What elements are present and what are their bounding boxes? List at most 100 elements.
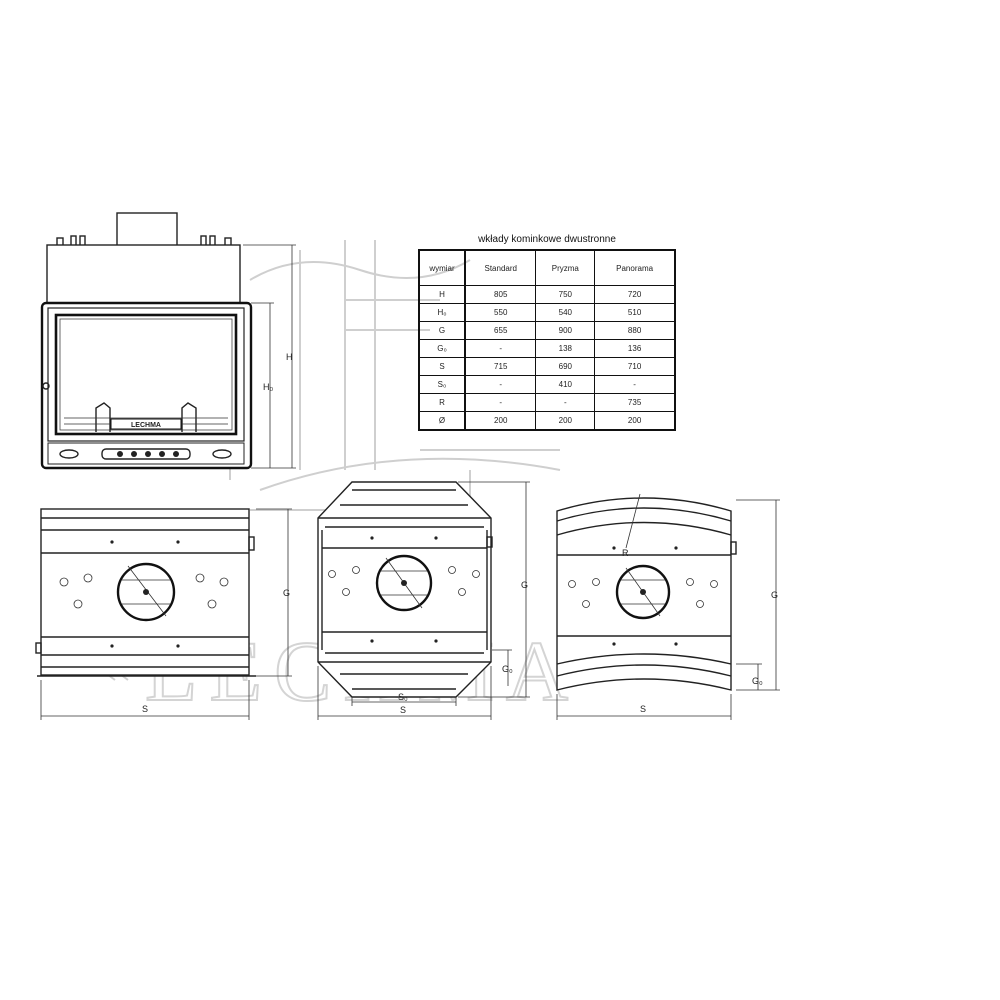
table-cell: H	[418, 285, 466, 304]
slider-hole	[145, 451, 151, 457]
table-cell: 690	[535, 357, 596, 376]
panorama-dimension-S-label: S	[640, 704, 646, 714]
pryzma-dimension-S-label: S	[400, 705, 406, 715]
table-cell: 880	[594, 321, 676, 340]
table-cell: -	[464, 375, 537, 394]
top-view-pryzma: G G₀ S₀ S	[317, 481, 530, 720]
table-cell: G	[418, 321, 466, 340]
table-cell: 720	[594, 285, 676, 304]
table-row: H₀ 550 540 510	[418, 303, 676, 322]
pryzma-dimension-S: S	[317, 666, 492, 720]
right-andiron	[181, 402, 197, 432]
column-header: Pryzma	[535, 249, 596, 286]
pryzma-dimension-G0-label: G₀	[502, 664, 513, 674]
column-header: Standard	[464, 249, 537, 286]
front-view: LECHMA H H₀	[40, 212, 296, 470]
table-cell: 900	[535, 321, 596, 340]
table-cell: -	[464, 339, 537, 358]
table-cell: 200	[464, 411, 537, 431]
table-row: G₀ - 138 136	[418, 339, 676, 358]
table-cell: 200	[594, 411, 676, 431]
table-row: G 655 900 880	[418, 321, 676, 340]
table-cell: G₀	[418, 339, 466, 358]
dimension-H-label: H	[286, 352, 293, 362]
air-vent-left	[59, 449, 79, 459]
dimension-H0-label: H₀	[263, 382, 273, 392]
table-cell: 200	[535, 411, 596, 431]
table-cell: 136	[594, 339, 676, 358]
glass-pane	[54, 313, 238, 436]
table-cell: Ø	[418, 411, 466, 431]
standard-dimension-G: G	[256, 508, 292, 677]
panorama-dimension-G-label: G	[771, 590, 778, 600]
top-view-standard: G S	[35, 508, 292, 720]
table-row: R - - 735	[418, 393, 676, 412]
table-title: wkłady kominkowe dwustronne	[478, 234, 616, 245]
table-cell: 138	[535, 339, 596, 358]
flue-collar	[116, 212, 178, 247]
glass-inner-edge	[59, 318, 233, 431]
slider-hole	[131, 451, 137, 457]
table-row: Ø 200 200 200	[418, 411, 676, 431]
side-lug	[486, 536, 493, 548]
table-cell: 540	[535, 303, 596, 322]
table-cell: 510	[594, 303, 676, 322]
table-cell: S₀	[418, 375, 466, 394]
top-view-panorama: R G G₀ S	[556, 493, 780, 720]
panorama-dimension-R: R	[622, 493, 641, 558]
table-cell: 735	[594, 393, 676, 412]
panorama-dimension-G: G	[736, 499, 780, 691]
table-row: S 715 690 710	[418, 357, 676, 376]
brand-plate-text: LECHMA	[131, 422, 161, 429]
table-cell: R	[418, 393, 466, 412]
standard-dimension-G-label: G	[283, 588, 290, 598]
slider-hole	[159, 451, 165, 457]
column-header: wymiar	[418, 249, 466, 286]
pryzma-dimension-G-label: G	[521, 580, 528, 590]
table-header-row: wymiar Standard Pryzma Panorama	[418, 249, 676, 286]
watermark-emblem	[229, 240, 561, 520]
air-slider-track	[101, 448, 191, 460]
table-cell: 550	[464, 303, 537, 322]
panorama-dimension-G0-label: G₀	[752, 676, 763, 686]
dimension-H: H	[243, 244, 296, 469]
side-lug	[248, 536, 255, 551]
panorama-dimension-S: S	[556, 694, 732, 720]
dimension-table-block: wkłady kominkowe dwustronne wymiar Stand…	[418, 234, 676, 431]
pryzma-dimension-G0: G₀	[492, 649, 513, 686]
door-handle	[42, 382, 50, 390]
table-cell: 410	[535, 375, 596, 394]
dimension-H0: H₀	[251, 302, 274, 468]
table-cell: 715	[464, 357, 537, 376]
slider-hole	[173, 451, 179, 457]
table-cell: -	[535, 393, 596, 412]
table-cell: 805	[464, 285, 537, 304]
table-cell: S	[418, 357, 466, 376]
table-cell: 655	[464, 321, 537, 340]
air-vent-right	[212, 449, 232, 459]
table-cell: H₀	[418, 303, 466, 322]
pryzma-dimension-S0: S₀	[351, 692, 457, 706]
panorama-dimension-G0: G₀	[736, 663, 763, 690]
table-row: S₀ - 410 -	[418, 375, 676, 394]
brand-plate	[110, 418, 182, 430]
panorama-dimension-R-label: R	[622, 548, 629, 558]
table-body: H 805 750 720 H₀ 550 540 510 G 655 900 8…	[418, 285, 676, 431]
table-cell: -	[594, 375, 676, 394]
table-cell: 710	[594, 357, 676, 376]
air-control-strip	[47, 442, 245, 465]
table-row: H 805 750 720	[418, 285, 676, 304]
standard-dimension-S: S	[40, 680, 250, 720]
door-inner-frame	[47, 307, 245, 442]
table-cell: 750	[535, 285, 596, 304]
column-header: Panorama	[594, 249, 676, 286]
left-andiron	[95, 402, 111, 432]
side-lug	[35, 642, 42, 654]
dimension-table: wymiar Standard Pryzma Panorama H 805 75…	[418, 249, 676, 431]
standard-dimension-S-label: S	[142, 704, 148, 714]
side-lug	[730, 541, 737, 555]
slider-hole	[117, 451, 123, 457]
pryzma-dimension-S0-label: S₀	[398, 692, 408, 702]
table-cell: -	[464, 393, 537, 412]
